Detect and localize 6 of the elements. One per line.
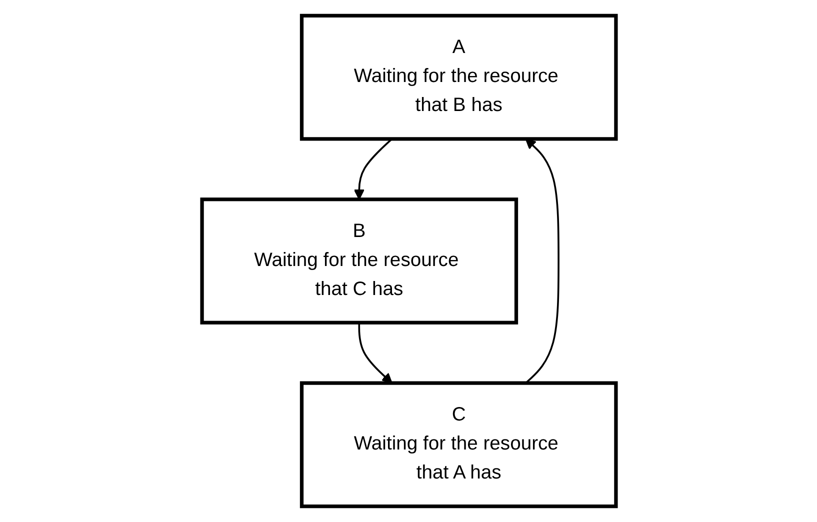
node-box: A Waiting for the resource that B has — [299, 14, 618, 141]
arrow — [353, 138, 392, 200]
node-box: C Waiting for the resource that A has — [299, 381, 618, 508]
arrow — [524, 138, 559, 384]
node-box: B Waiting for the resource that C has — [200, 198, 518, 324]
arrow — [358, 322, 392, 384]
